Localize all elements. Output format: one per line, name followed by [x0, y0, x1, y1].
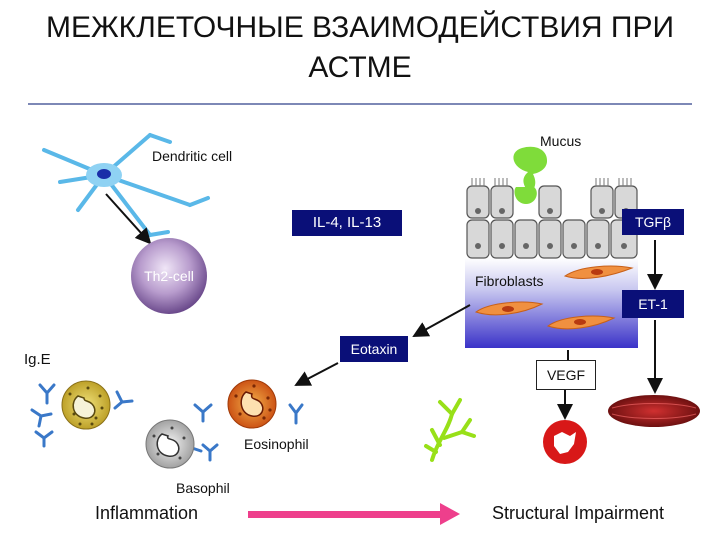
et1-box: ET-1	[622, 290, 684, 318]
smooth-muscle-icon	[608, 395, 700, 427]
structural-impairment-label: Structural Impairment	[492, 503, 665, 523]
ige-label: Ig.E	[24, 351, 51, 368]
dendritic-cell-label: Dendritic cell	[152, 148, 233, 164]
fibroblasts-label: Fibroblasts	[475, 273, 544, 289]
progression-arrow	[248, 503, 460, 525]
th2-cell	[131, 238, 207, 314]
arrow-fibroblast-to-eotaxin	[412, 304, 471, 337]
eotaxin-box: Eotaxin	[340, 336, 408, 362]
il4-il13-box: IL-4, IL-13	[292, 210, 402, 236]
blood-vessel-icon	[543, 420, 587, 464]
ige-antibodies	[30, 383, 304, 462]
eosinophil-label: Eosinophil	[244, 436, 309, 452]
airway-tissue	[465, 146, 638, 348]
basophil-label: Basophil	[176, 480, 230, 496]
arrow-eotaxin-to-eosinophil	[294, 362, 339, 386]
tgf-beta-box: TGFβ	[622, 209, 684, 235]
eosinophil-cell	[227, 379, 277, 429]
title-divider	[28, 103, 692, 105]
mucus-label: Mucus	[540, 133, 582, 149]
mucus-gland-branch	[424, 398, 476, 462]
grey-granulocyte-cell	[145, 419, 195, 469]
inflammation-label: Inflammation	[95, 503, 199, 523]
vegf-box: VEGF	[536, 360, 596, 390]
page-title: МЕЖКЛЕТОЧНЫЕ ВЗАИМОДЕЙСТВИЯ ПРИ АСТМЕ	[45, 11, 675, 84]
th2-cell-label: Th2-cell	[144, 268, 194, 284]
arrow-dendritic-to-th2	[105, 193, 152, 245]
dendritic-cell	[42, 133, 210, 237]
basophil-cell	[61, 380, 111, 430]
